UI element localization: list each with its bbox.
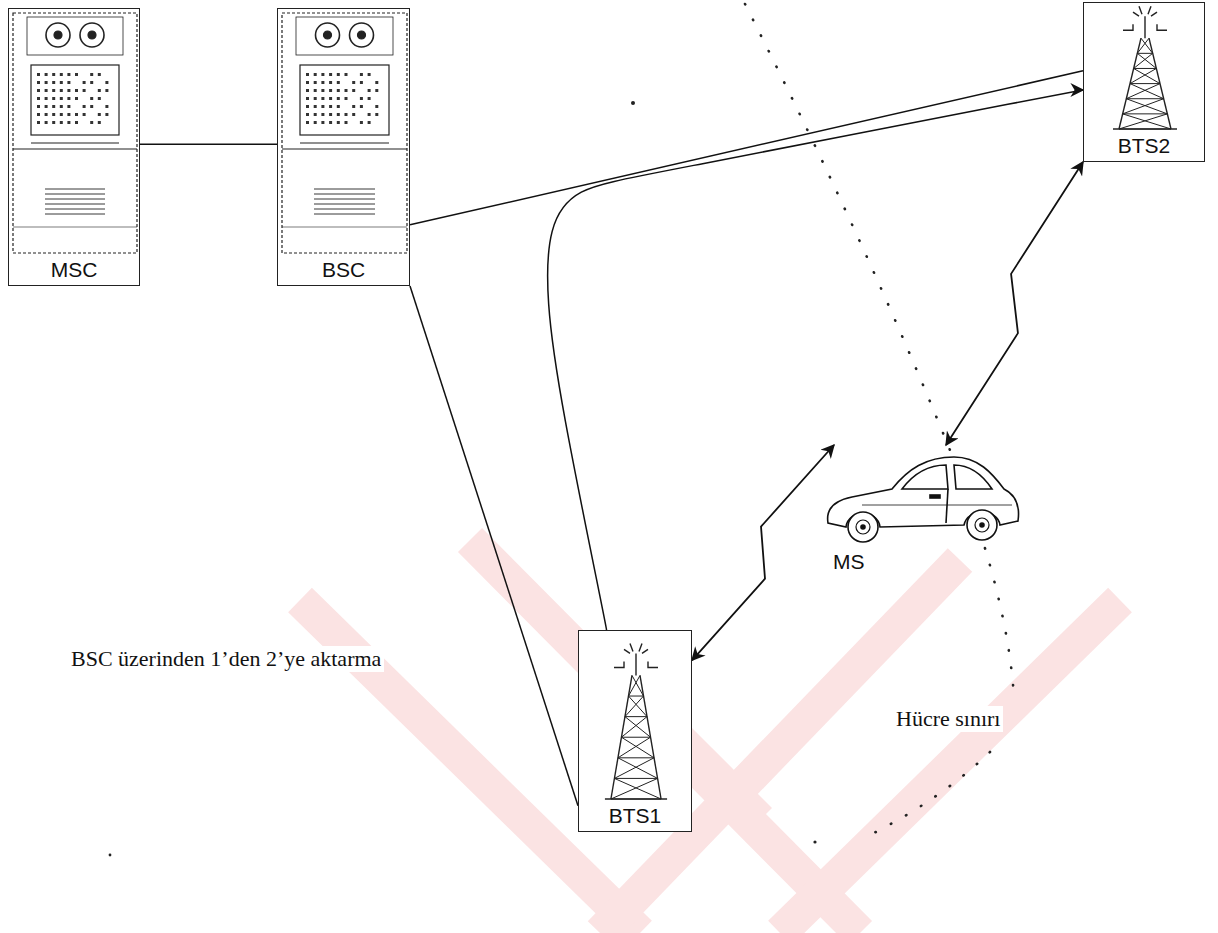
node-label: BTS1: [606, 804, 665, 828]
tower-illustration: [579, 631, 693, 833]
watermark: [300, 540, 1120, 933]
node-label: BTS2: [1115, 134, 1174, 158]
base-station: BTS1: [578, 630, 692, 832]
base-station: BTS2: [1083, 2, 1205, 162]
node-label: MSC: [48, 258, 101, 282]
cabinet-illustration: [9, 9, 141, 287]
msc-cabinet: MSC: [8, 8, 140, 286]
node-label: MS: [830, 550, 868, 574]
mobile-station: MS: [822, 445, 1022, 577]
node-label: BSC: [319, 258, 368, 282]
radio-link: [692, 445, 834, 660]
trunk-line: [548, 90, 1083, 630]
cabinet-illustration: [278, 9, 411, 287]
handover-note: BSC üzerinden 1’den 2’ye aktarma: [68, 646, 384, 672]
bsc-cabinet: BSC: [277, 8, 410, 286]
trunk-line: [410, 71, 1083, 225]
trunk-line: [410, 286, 578, 806]
trunk-line: [140, 143, 277, 145]
radio-link: [946, 162, 1083, 445]
cell-boundary-label: Hücre sınırı: [893, 706, 1003, 732]
stray-dots: [109, 101, 817, 856]
